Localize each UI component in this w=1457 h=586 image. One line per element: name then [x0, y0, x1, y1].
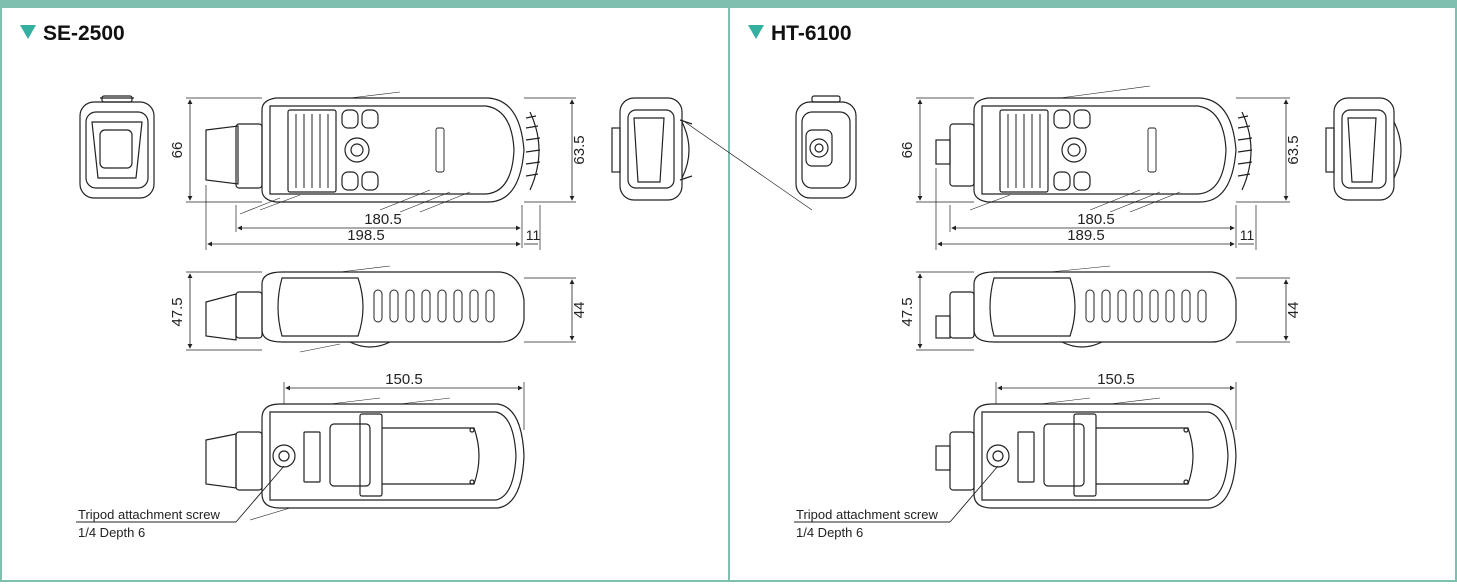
tripod-spec-right: 1/4 Depth 6 — [796, 525, 863, 540]
drawing-ht-6100 — [794, 85, 1402, 523]
front-view-right — [795, 95, 857, 199]
dim-left-bottom-length: 150.5 — [385, 371, 423, 388]
dim-left-height-front: 66 — [169, 142, 186, 159]
dim-right-tail: 11 — [1240, 227, 1255, 243]
dim-right-length-total: 189.5 — [1067, 227, 1105, 244]
drawing-se-2500 — [76, 91, 693, 523]
dim-left-side-height2: 44 — [571, 302, 588, 319]
front-view-left — [79, 95, 155, 199]
bottom-view-left — [76, 382, 525, 523]
tripod-label-left: Tripod attachment screw — [78, 507, 220, 522]
top-view-right — [916, 85, 1290, 250]
dim-right-side-height2: 44 — [1285, 302, 1302, 319]
dim-right-bottom-length: 150.5 — [1097, 371, 1135, 388]
top-view-left — [186, 91, 576, 250]
dim-right-height-right: 63.5 — [1285, 135, 1302, 164]
tripod-spec-left: 1/4 Depth 6 — [78, 525, 145, 540]
tripod-label-right: Tripod attachment screw — [796, 507, 938, 522]
dim-left-side-height: 47.5 — [169, 297, 186, 326]
bottom-view-right — [794, 382, 1237, 523]
dim-left-tail: 11 — [526, 227, 541, 243]
side-view-left — [186, 265, 576, 353]
end-view-right — [1325, 97, 1402, 201]
end-view-left — [611, 97, 693, 201]
dim-left-length-total: 198.5 — [347, 227, 385, 244]
model-name-right: HT-6100 — [771, 22, 852, 45]
diagonal-line — [681, 119, 813, 211]
model-name-left: SE-2500 — [43, 22, 125, 45]
dim-right-height-front: 66 — [899, 142, 916, 159]
dim-left-height-right: 63.5 — [571, 135, 588, 164]
side-view-right — [916, 265, 1290, 351]
dim-right-length-body: 180.5 — [1077, 211, 1115, 228]
dim-left-length-body: 180.5 — [364, 211, 402, 228]
triangle-down-icon — [748, 25, 764, 39]
triangle-down-icon — [20, 25, 36, 39]
panel-title-left: SE-2500 — [20, 22, 125, 46]
top-border-bar — [0, 0, 1457, 8]
dim-right-side-height: 47.5 — [899, 297, 916, 326]
panel-title-right: HT-6100 — [748, 22, 852, 46]
